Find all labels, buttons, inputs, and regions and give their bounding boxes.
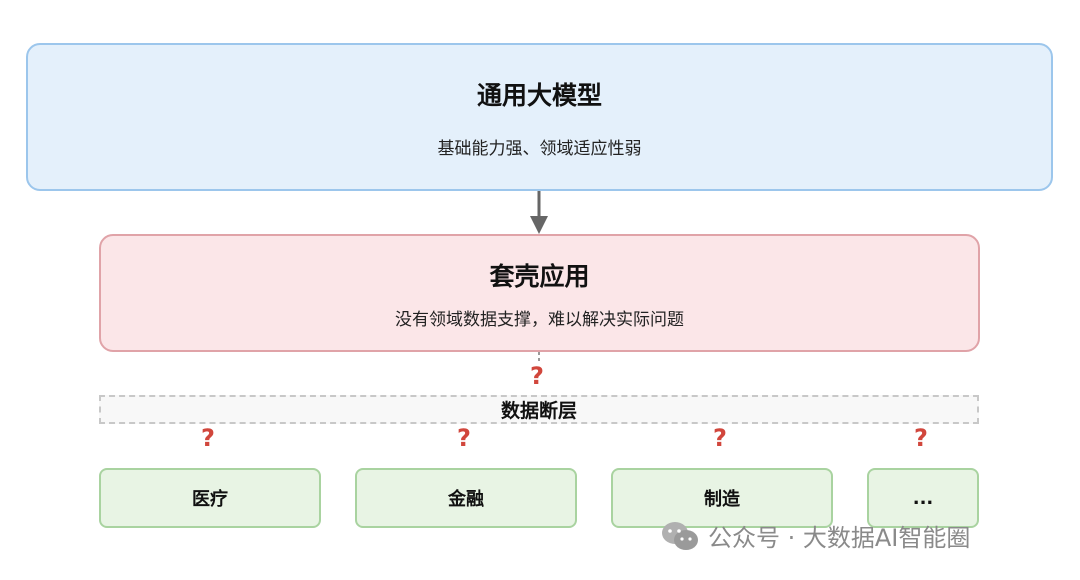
data-gap-band: 数据断层 bbox=[99, 395, 979, 424]
question-mark-domain-2: ? bbox=[457, 424, 471, 452]
question-mark-domain-3: ? bbox=[713, 424, 727, 452]
domain-label: 医疗 bbox=[192, 489, 228, 510]
watermark-text: 公众号 · 大数据AI智能圈 bbox=[708, 524, 971, 552]
wechat-icon bbox=[662, 521, 698, 550]
domain-label: ... bbox=[912, 487, 934, 509]
down-arrow-head bbox=[530, 216, 548, 234]
question-mark-domain-4: ? bbox=[914, 424, 928, 452]
shell-app-title: 套壳应用 bbox=[489, 261, 590, 291]
watermark: 公众号 · 大数据AI智能圈 bbox=[660, 518, 970, 553]
shell-app-subtitle: 没有领域数据支撑，难以解决实际问题 bbox=[395, 309, 684, 330]
shell-app-box: 套壳应用 没有领域数据支撑，难以解决实际问题 bbox=[99, 234, 980, 352]
question-mark-center: ? bbox=[530, 362, 544, 390]
general-model-title: 通用大模型 bbox=[476, 80, 602, 110]
domain-box-medical: 医疗 bbox=[99, 468, 321, 528]
domain-label: 金融 bbox=[448, 489, 484, 510]
general-model-subtitle: 基础能力强、领域适应性弱 bbox=[437, 138, 642, 159]
data-gap-label: 数据断层 bbox=[500, 400, 577, 422]
domain-box-finance: 金融 bbox=[355, 468, 577, 528]
domain-label: 制造 bbox=[704, 489, 740, 510]
domain-box-more: ... bbox=[867, 468, 979, 528]
question-mark-domain-1: ? bbox=[201, 424, 215, 452]
domain-box-manufacturing: 制造 bbox=[611, 468, 833, 528]
general-model-box: 通用大模型 基础能力强、领域适应性弱 bbox=[26, 43, 1053, 191]
